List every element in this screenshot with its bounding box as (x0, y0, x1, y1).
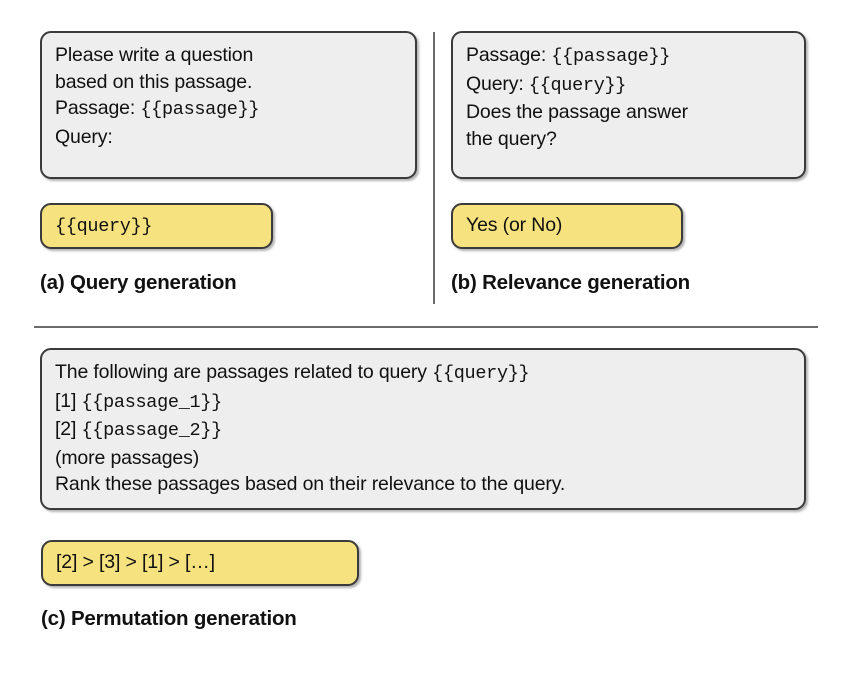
text-line: based on this passage. (55, 69, 407, 96)
text-run: Yes (or No) (466, 214, 563, 236)
text-line: [1] {{passage_1}} (55, 388, 796, 417)
text-run: Query: (55, 125, 113, 148)
template-variable: {{passage_2}} (81, 420, 223, 441)
template-variable: {{query}} (55, 216, 153, 237)
text-run: based on this passage. (55, 70, 253, 93)
text-run: Query: (466, 72, 529, 95)
panel-a-prompt-text: Please write a question based on this pas… (55, 42, 407, 150)
text-line: Query: (55, 124, 407, 151)
text-line: Please write a question (55, 42, 407, 69)
panel-c-output-box: [2] > [3] > [1] > […] (41, 540, 359, 586)
text-line: The following are passages related to qu… (55, 359, 796, 388)
template-variable: {{passage}} (140, 99, 260, 120)
text-run: [1] (55, 389, 82, 412)
text-run: Passage: (466, 44, 552, 66)
template-variable: {{query}} (528, 74, 627, 96)
text-line: [2] > [3] > [1] > […] (56, 549, 349, 576)
panel-c-output-text: [2] > [3] > [1] > […] (56, 549, 349, 576)
text-line: [2] {{passage_2}} (55, 416, 796, 445)
panel-b-output-text: Yes (or No) (466, 212, 673, 239)
text-line: Rank these passages based on their relev… (55, 471, 796, 498)
text-run: Rank these passages based on their relev… (55, 473, 566, 495)
panel-a-output-text: {{query}} (55, 212, 263, 241)
panel-a-caption: (a) Query generation (40, 271, 237, 294)
horizontal-divider (34, 326, 818, 328)
panel-c-caption: (c) Permutation generation (41, 607, 297, 630)
panel-c-prompt-text: The following are passages related to qu… (55, 359, 796, 498)
text-line: Passage: {{passage}} (55, 95, 407, 124)
text-run: (more passages) (55, 446, 200, 469)
panel-a-prompt-box: Please write a question based on this pas… (40, 31, 417, 179)
text-line: (more passages) (55, 445, 796, 472)
panel-b-prompt-text: Passage: {{passage}}Query: {{query}}Does… (466, 42, 796, 152)
text-run: The following are passages related to qu… (55, 361, 433, 383)
template-variable: {{passage}} (551, 46, 671, 67)
text-run: Passage: (55, 97, 141, 119)
text-line: Passage: {{passage}} (466, 42, 796, 71)
text-line: the query? (466, 126, 796, 153)
text-run: [2] > [3] > [1] > […] (56, 551, 215, 573)
template-variable: {{passage_1}} (81, 391, 223, 413)
text-run: Does the passage answer (466, 101, 689, 123)
panel-a-output-box: {{query}} (40, 203, 273, 249)
text-line: Does the passage answer (466, 99, 796, 126)
text-run: Please write a question (55, 44, 254, 66)
panel-b-caption: (b) Relevance generation (451, 271, 690, 294)
panel-c-prompt-box: The following are passages related to qu… (40, 348, 806, 510)
template-variable: {{query}} (432, 363, 530, 384)
panel-b-prompt-box: Passage: {{passage}}Query: {{query}}Does… (451, 31, 806, 179)
vertical-divider (433, 32, 435, 304)
text-line: Yes (or No) (466, 212, 673, 239)
text-line: {{query}} (55, 212, 263, 241)
text-run: [2] (55, 418, 82, 440)
text-run: the query? (466, 127, 557, 150)
panel-b-output-box: Yes (or No) (451, 203, 683, 249)
text-line: Query: {{query}} (466, 71, 796, 100)
